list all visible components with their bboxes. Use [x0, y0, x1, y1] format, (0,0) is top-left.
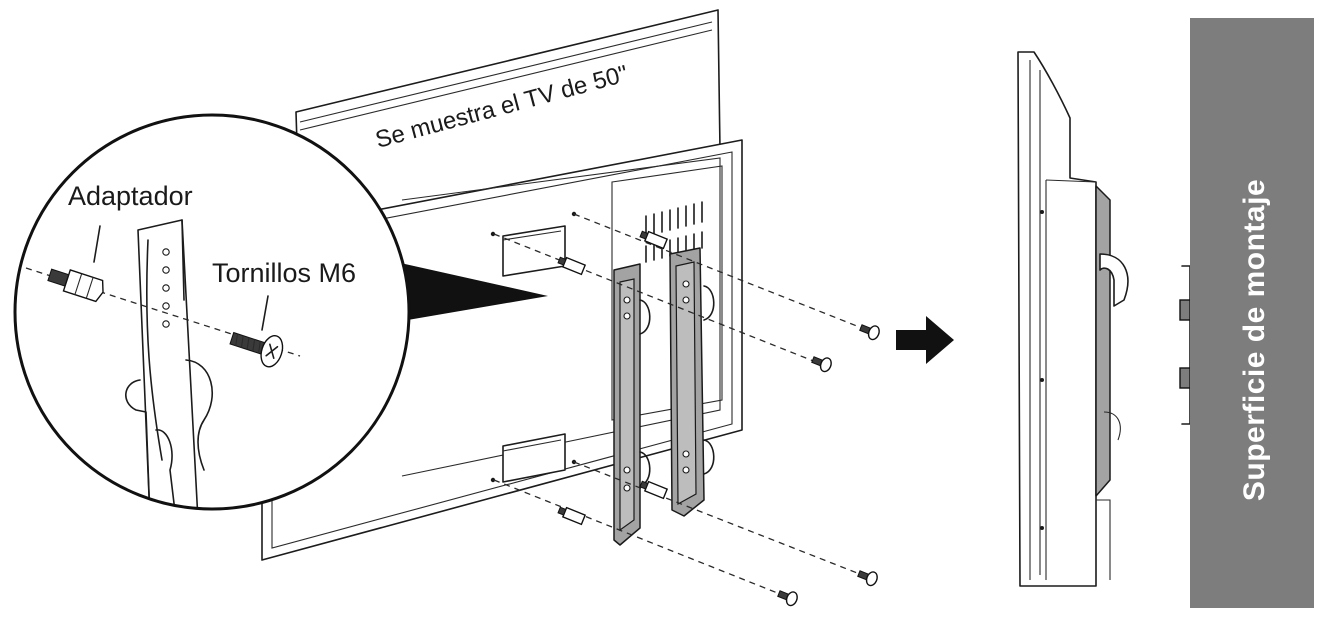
zoom-adapter: [47, 268, 104, 303]
m6-screws: [777, 324, 880, 607]
mounting-brackets: [613, 247, 715, 546]
adapter-label: Adaptador: [68, 181, 193, 211]
mounting-surface-panel: Superficie de montaje: [1190, 18, 1314, 608]
screw-alignment-lines: [493, 213, 873, 599]
tv-side-view: [1017, 51, 1129, 587]
bracket-holes: [623, 280, 690, 492]
zoom-bracket-holes: [162, 248, 170, 328]
tv-label-block-lower: [502, 433, 566, 483]
zoom-callout: [13, 113, 548, 511]
mounting-surface-label: Superficie de montaje: [1238, 179, 1271, 501]
adapters-on-tv: [557, 230, 669, 526]
right-arrow-icon: [896, 316, 954, 364]
zoom-screw: [229, 331, 284, 368]
vent-slots: [645, 201, 703, 263]
wall-bracket-clips: [1179, 265, 1191, 425]
screws-label: Tornillos M6: [212, 258, 356, 288]
